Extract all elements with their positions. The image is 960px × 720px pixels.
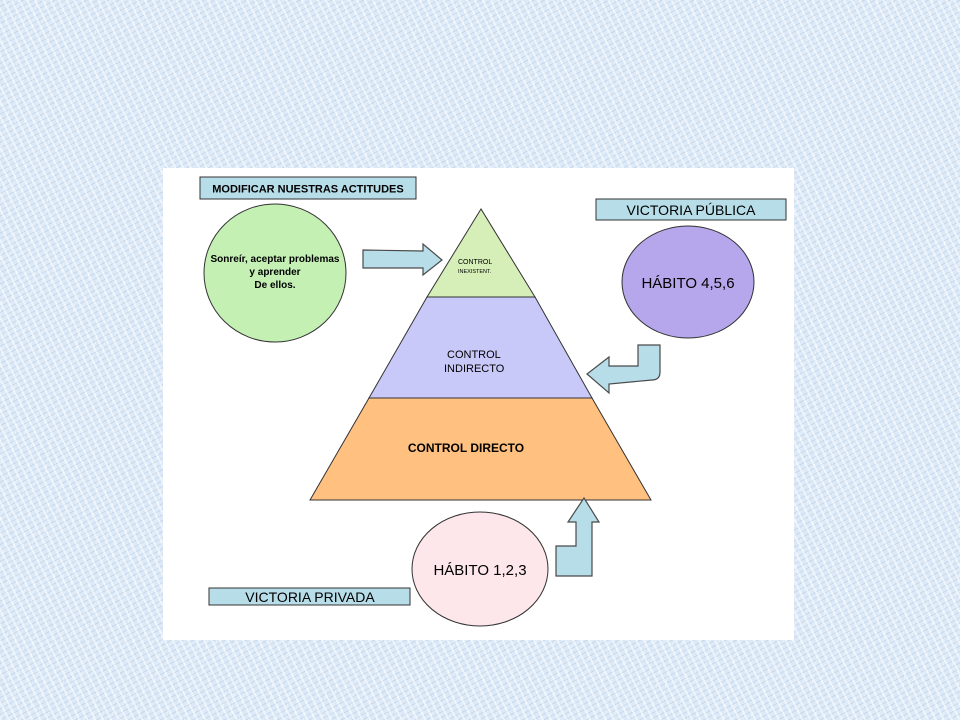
private-victory-box: [208, 587, 411, 606]
pyramid-middle-line-1: CONTROL: [447, 349, 501, 361]
attitude-circle-line-1: Sonreír, aceptar problemas: [211, 254, 340, 265]
pyramid-bottom-tier: [309, 397, 652, 501]
private-habits-label: HÁBITO 1,2,3: [433, 562, 526, 579]
attitude-circle-line-2: y aprender: [249, 267, 300, 278]
public-habits-circle: [621, 225, 755, 339]
private-victory-label: VICTORIA PRIVADA: [245, 589, 375, 605]
pyramid-middle-line-2: INDIRECTO: [444, 363, 505, 375]
public-habits-label: HÁBITO 4,5,6: [641, 275, 734, 292]
pyramid-top-line-1: CONTROL: [458, 259, 492, 266]
modify-attitudes-label: MODIFICAR NUESTRAS ACTITUDES: [212, 184, 403, 196]
arrow-right-icon: [362, 242, 443, 277]
modify-attitudes-box: [199, 176, 417, 200]
attitude-circle-line-3: De ellos.: [254, 280, 295, 291]
arrow-curved-left-icon: [586, 344, 661, 395]
attitude-circle: [203, 203, 347, 343]
pyramid-top-line-2: INEXISTENT.: [458, 269, 492, 275]
public-victory-box: [595, 198, 787, 221]
private-habits-circle: [411, 511, 549, 627]
arrow-bent-up-icon: [555, 496, 601, 577]
public-victory-label: VICTORIA PÚBLICA: [627, 202, 757, 218]
pyramid-bottom-label: CONTROL DIRECTO: [408, 441, 524, 455]
